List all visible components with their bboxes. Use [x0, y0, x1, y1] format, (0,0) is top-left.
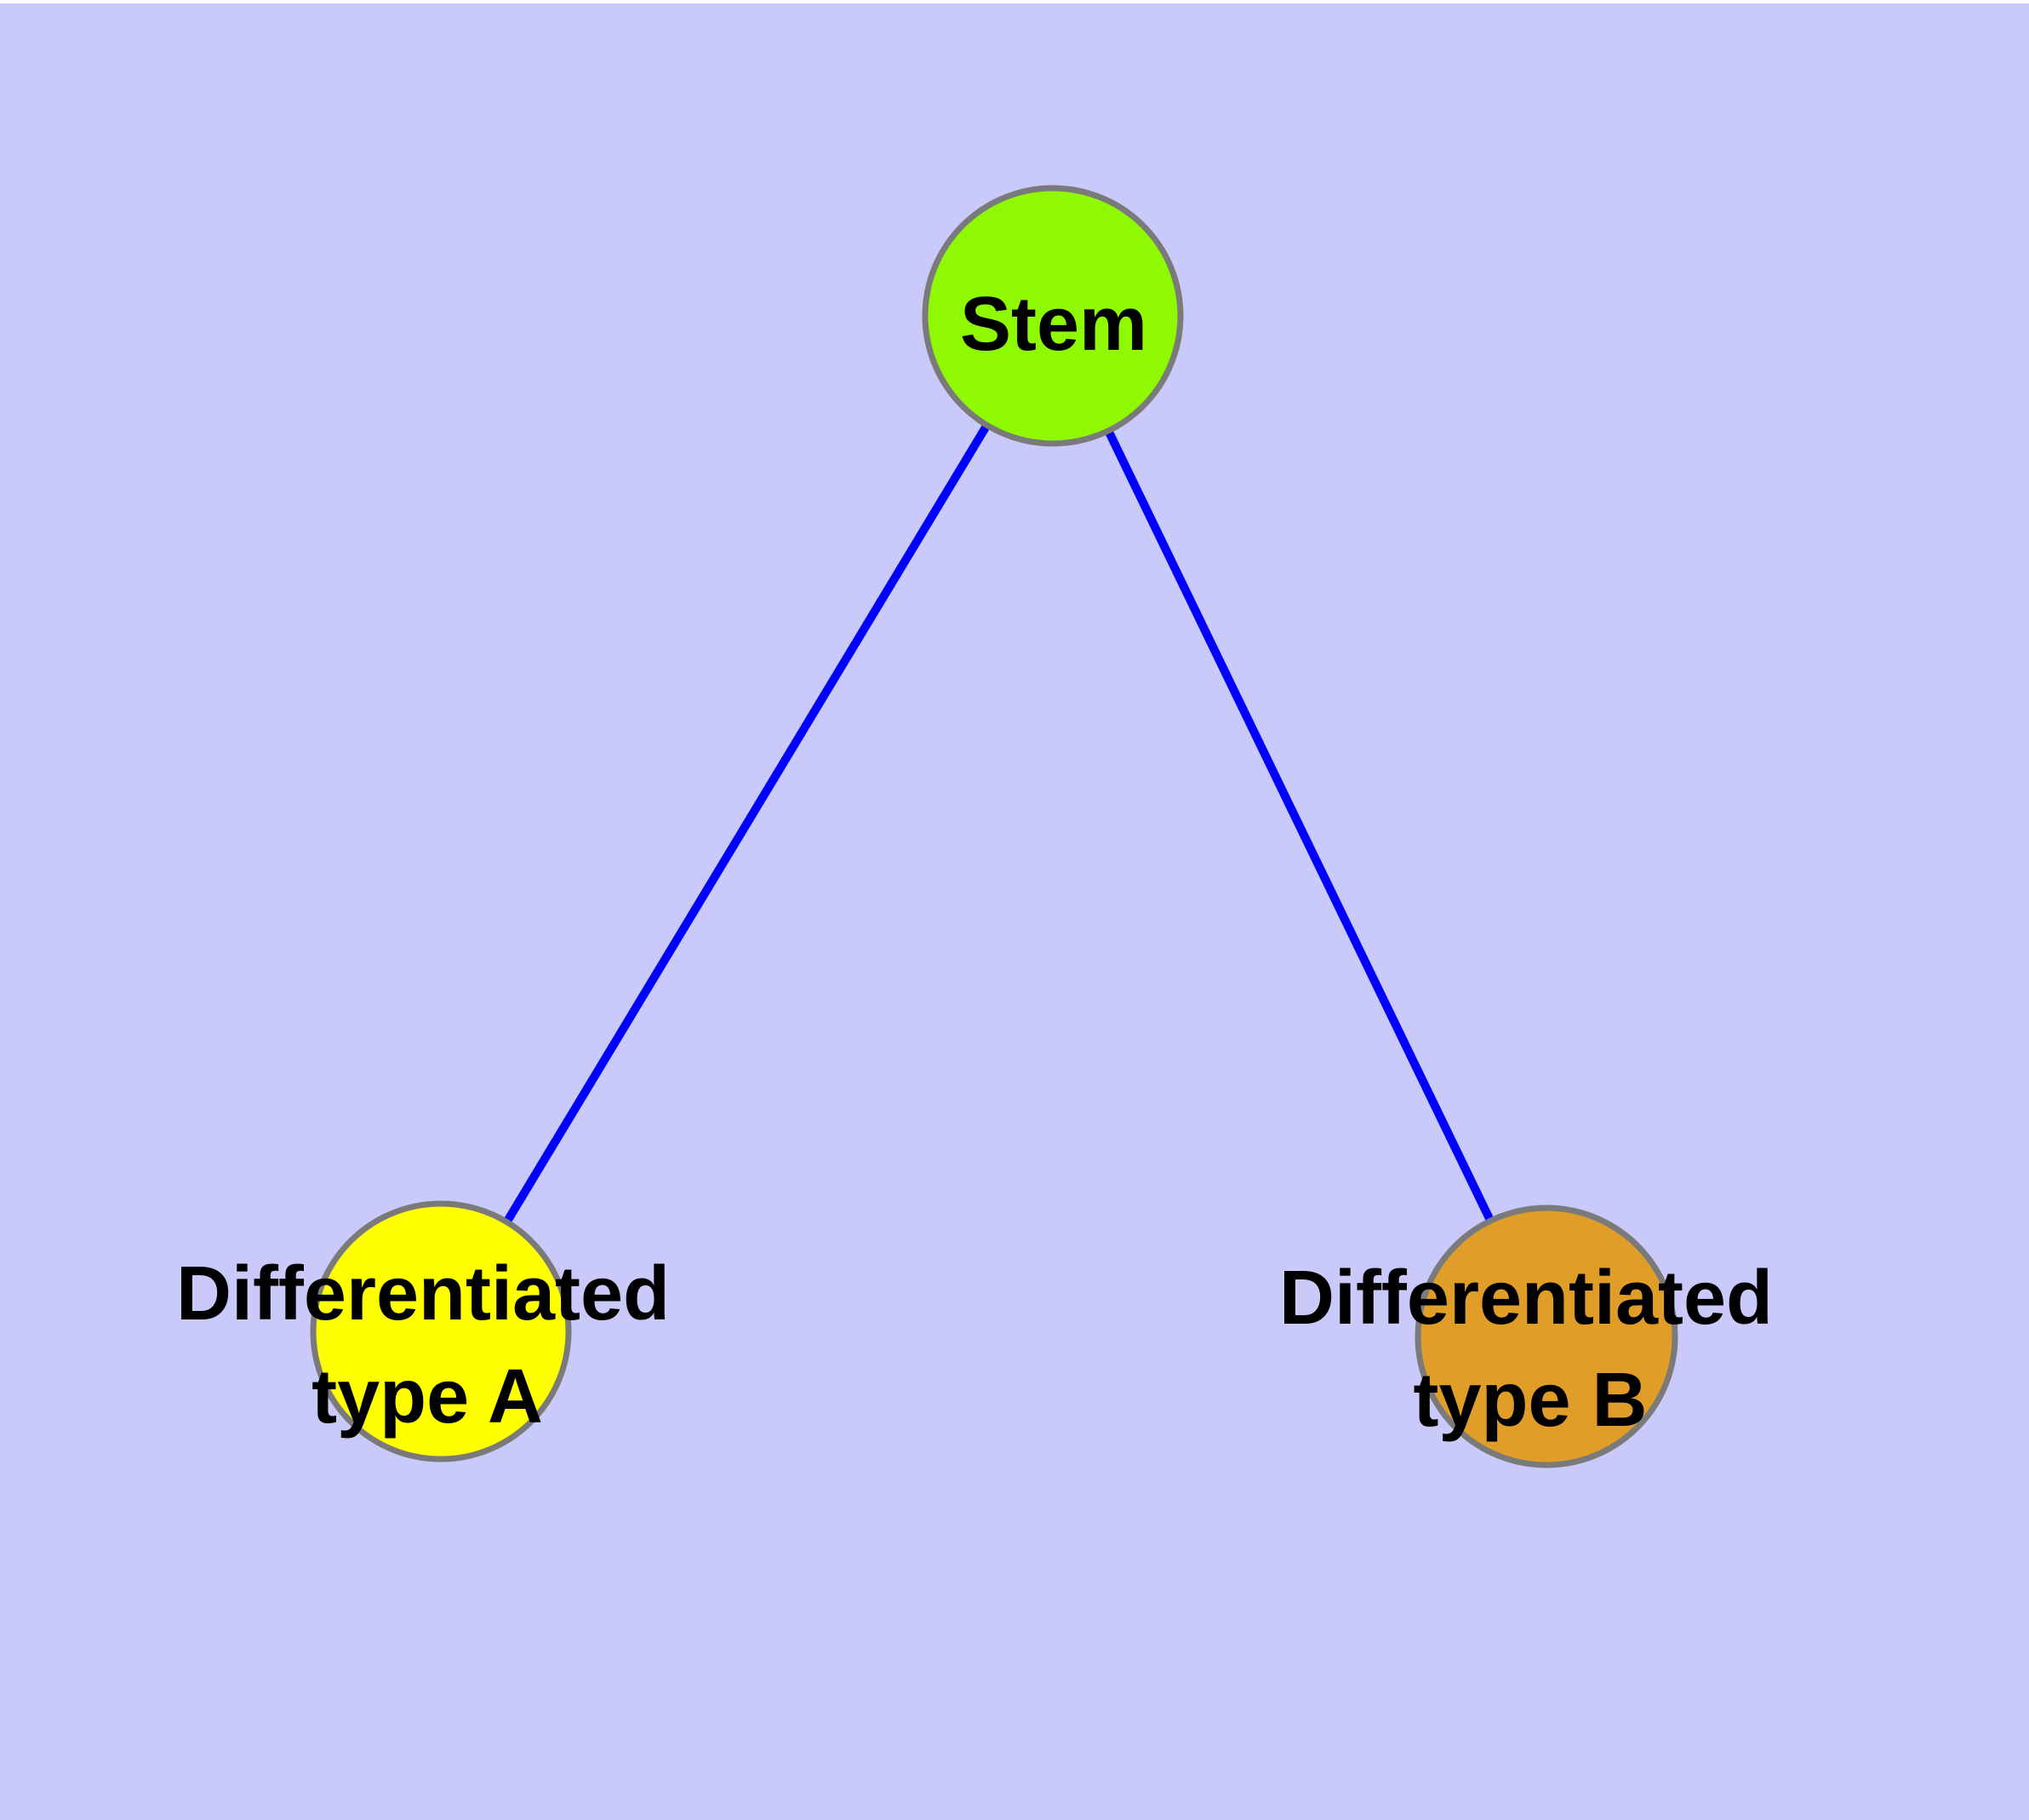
node-type-a-label-line1: Differentiated [176, 1251, 670, 1336]
node-type-b-circle [1415, 1205, 1678, 1468]
node-type-b: Differentiated type B [1279, 1205, 1773, 1468]
edge-group [437, 313, 1551, 1339]
node-type-a-label-line2: type A [311, 1354, 543, 1439]
node-type-a-circle [310, 1200, 572, 1462]
edge-stem-to-type-b [1049, 313, 1551, 1339]
top-edge-strip [0, 0, 2029, 3]
node-type-a: Differentiated type A [176, 1200, 670, 1462]
node-type-b-label: Differentiated type B [1279, 1256, 1773, 1443]
edge-stem-to-type-a [437, 313, 1057, 1334]
node-stem: Stem [922, 185, 1184, 447]
node-type-a-label: Differentiated type A [176, 1251, 670, 1439]
node-type-b-label-line1: Differentiated [1279, 1256, 1773, 1341]
node-stem-circle [922, 185, 1184, 447]
node-stem-label: Stem [960, 282, 1147, 367]
node-type-b-label-line2: type B [1413, 1358, 1647, 1443]
